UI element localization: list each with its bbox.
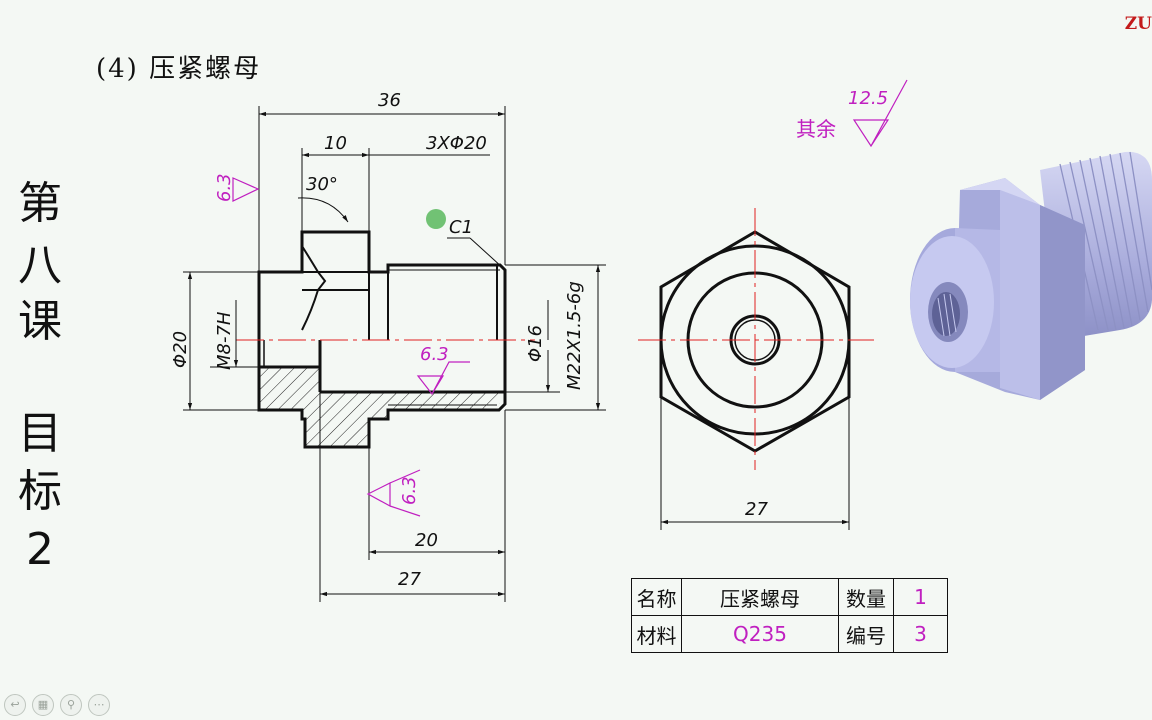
title-block-row: 材料 Q235 编号 3 [631,615,948,653]
roughness-bottom-label: 6.3 [399,476,420,505]
material-value: Q235 [681,615,839,653]
roughness-other-value: 12.5 [848,88,888,109]
dim-chamfer-note: 3XΦ20 [426,133,487,154]
dim-27: 27 [398,569,421,590]
brand-logo: ZU [1124,14,1152,34]
side-view [638,208,874,470]
side-char: 第 [18,178,62,229]
material-label: 材料 [631,615,682,653]
roughness-symbols [232,79,908,517]
side-dimensions [660,397,850,530]
dim-chamfer: C1 [449,217,473,238]
front-dimension-text: 36 10 3XΦ20 30° C1 Φ20 M8-7H Φ16 M22X1.5… [170,90,585,590]
side-char: 课 [18,296,62,347]
side-char: 2 [26,524,54,575]
number-value: 3 [893,615,948,653]
prev-icon[interactable]: ↩ [4,694,26,716]
qty-label: 数量 [838,578,894,616]
dim-10: 10 [324,133,347,154]
name-label: 名称 [631,578,682,616]
player-toolbar: ↩ ▦ ⚲ ⋯ [4,694,110,716]
name-value: 压紧螺母 [681,578,839,616]
number-label: 编号 [838,615,894,653]
front-view [236,230,535,449]
roughness-bore: 6.3 [420,344,449,365]
qty-value: 1 [893,578,948,616]
roughness-left: 6.3 [214,173,235,202]
front-dimensions [183,106,606,602]
section-hatch [259,367,500,447]
dim-dia-bore: Φ16 [525,325,546,362]
lesson-title: (4) 压紧螺母 [96,54,262,84]
dim-dia-left: Φ20 [170,331,191,368]
side-char: 标 [18,466,62,517]
dim-across-flats: 27 [745,499,768,520]
roughness-text: 6.3 6.3 6.3 6.3 其余 12.5 [214,88,888,505]
dim-thread-inner: M8-7H [214,311,235,370]
grid-icon[interactable]: ▦ [32,694,54,716]
side-char: 八 [18,240,62,291]
more-icon[interactable]: ⋯ [88,694,110,716]
title-block-row: 名称 压紧螺母 数量 1 [631,578,948,616]
title-block: 名称 压紧螺母 数量 1 材料 Q235 编号 3 [631,578,948,653]
side-char: 目 [18,408,62,459]
dim-20: 20 [415,530,438,551]
dim-36: 36 [378,90,401,111]
pointer-highlight [426,209,446,229]
render-3d-nut [910,151,1152,400]
roughness-other-label: 其余 [796,117,836,141]
zoom-icon[interactable]: ⚲ [60,694,82,716]
dim-angle: 30° [306,174,338,195]
dim-thread-outer: M22X1.5-6g [564,281,585,390]
